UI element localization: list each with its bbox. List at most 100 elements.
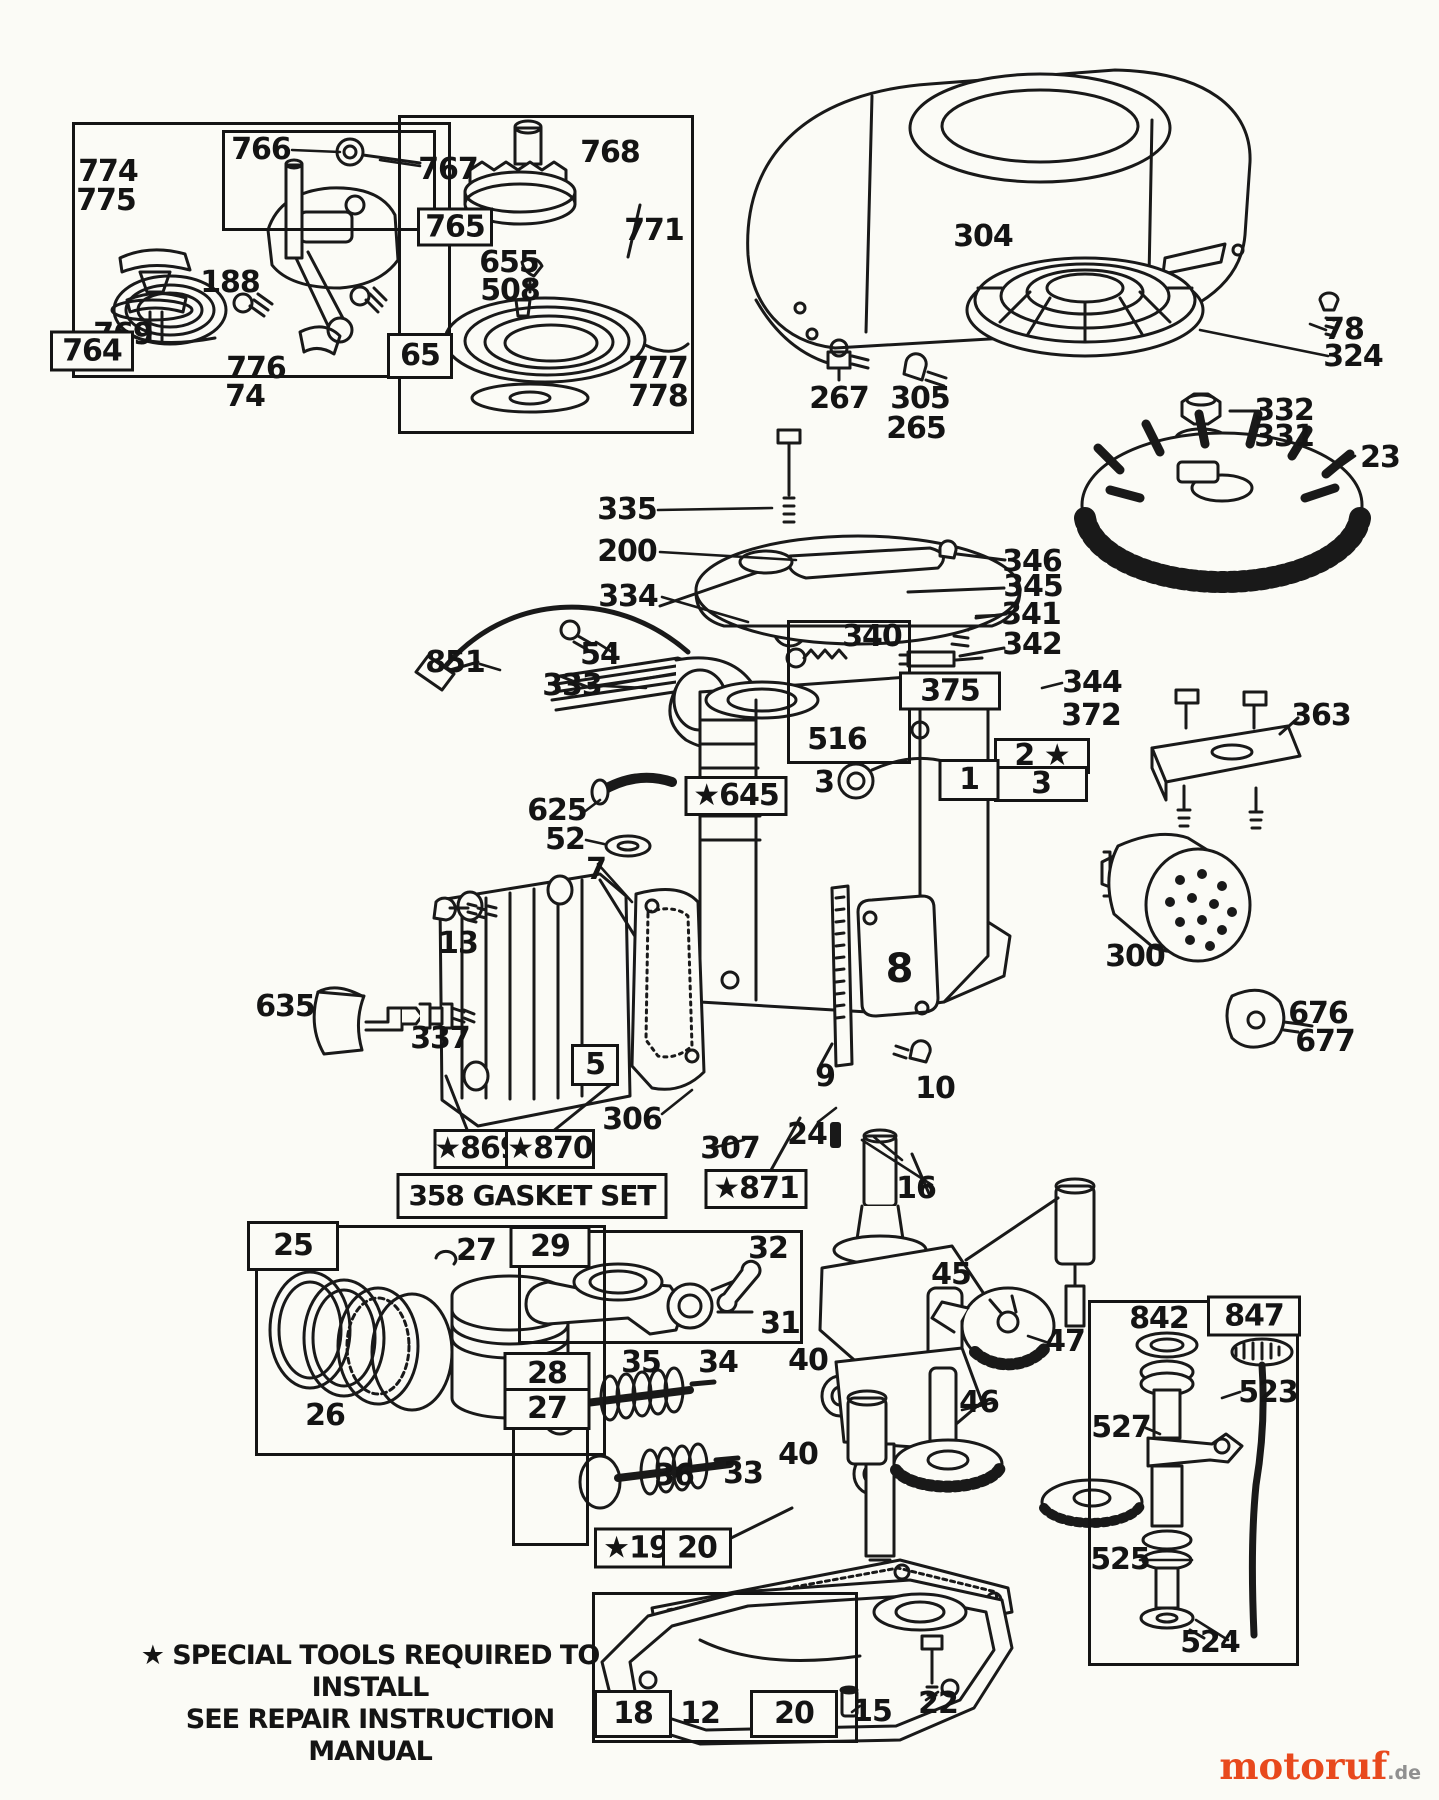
part-label-768: 768 — [580, 135, 641, 170]
tappet-drawing — [964, 1177, 1096, 1328]
part-label-36: 36 — [654, 1458, 695, 1493]
part-label-527: 527 — [1091, 1410, 1152, 1445]
frame-recoil-starter — [72, 122, 451, 378]
part-label-774: 774 — [78, 154, 139, 189]
part-label-525: 525 — [1090, 1542, 1151, 1577]
part-label-12: 12 — [680, 1696, 721, 1731]
starter-handle-drawing — [110, 248, 194, 342]
part-label-304: 304 — [953, 219, 1014, 254]
fuel-tank-drawing — [658, 534, 1022, 658]
spark-plug-drawing — [312, 986, 476, 1056]
part-label-24: 24 — [787, 1117, 828, 1152]
part-label-870-special: ★870 — [505, 1129, 595, 1169]
frame-dipstick — [1088, 1300, 1299, 1666]
part-label-23: 23 — [1360, 440, 1401, 475]
part-label-13: 13 — [438, 926, 479, 961]
frame-sump — [592, 1592, 858, 1743]
part-label-333: 333 — [542, 668, 603, 703]
part-label-27-clip: 27 — [456, 1233, 497, 1268]
part-label-40-exhaust-seal: 40 — [778, 1437, 819, 1472]
part-label-7: 7 — [586, 852, 607, 887]
part-label-54: 54 — [580, 637, 621, 672]
part-label-78: 78 — [1324, 312, 1365, 347]
governor-gear-drawing — [930, 1286, 1056, 1371]
part-label-363: 363 — [1291, 698, 1352, 733]
motoruf-watermark[interactable]: motoruf.de — [1219, 1744, 1421, 1788]
part-label-34: 34 — [698, 1345, 739, 1380]
part-label-3-box: 3 — [994, 766, 1088, 802]
motoruf-brand-text: motoruf — [1219, 1744, 1388, 1788]
dipstick-drawing — [1230, 1337, 1294, 1639]
part-label-8: 8 — [885, 946, 914, 992]
starter-clutch-housing-drawing — [232, 137, 422, 356]
head-gasket-drawing — [630, 888, 706, 1091]
part-label-18: 18 — [594, 1690, 672, 1738]
part-label-337: 337 — [410, 1021, 471, 1056]
part-label-29: 29 — [509, 1226, 591, 1268]
spark-plug-wire-drawing — [414, 604, 691, 692]
part-label-767: 767 — [418, 152, 479, 187]
part-label-335: 335 — [597, 492, 658, 527]
part-label-523: 523 — [1238, 1375, 1299, 1410]
part-label-516: 516 — [807, 722, 868, 757]
part-label-842: 842 — [1129, 1301, 1190, 1336]
frame-connecting-rod — [518, 1230, 803, 1344]
breather-gasket-drawing — [818, 884, 854, 1068]
gasket-leader-lines — [444, 1074, 802, 1544]
part-label-20-seal: 20 — [662, 1527, 732, 1569]
oil-sump-drawing — [600, 1578, 1014, 1746]
part-label-31: 31 — [760, 1306, 801, 1341]
leader-lines — [290, 148, 1357, 1714]
part-label-65: 65 — [387, 333, 453, 379]
part-label-46: 46 — [959, 1385, 1000, 1420]
part-label-764: 764 — [50, 330, 134, 372]
part-label-16: 16 — [896, 1171, 937, 1206]
part-label-851: 851 — [425, 645, 486, 680]
motoruf-tld-text: .de — [1387, 1762, 1421, 1784]
part-label-645-special: ★645 — [684, 776, 788, 816]
part-label-20-sump: 20 — [750, 1690, 838, 1738]
part-label-1: 1 — [938, 759, 1000, 801]
part-label-340: 340 — [842, 619, 903, 654]
part-label-778: 778 — [628, 379, 689, 414]
part-label-372: 372 — [1061, 698, 1122, 733]
part-label-847: 847 — [1207, 1295, 1301, 1337]
head-bolt-335-drawing — [776, 428, 802, 524]
part-label-766: 766 — [231, 132, 292, 167]
part-label-306: 306 — [602, 1102, 663, 1137]
part-label-35: 35 — [621, 1345, 662, 1380]
part-label-341: 341 — [1001, 597, 1062, 632]
part-label-22: 22 — [918, 1686, 959, 1721]
knob-676-drawing — [1225, 988, 1314, 1049]
part-label-3-seal: 3 — [814, 765, 835, 800]
part-label-342: 342 — [1002, 627, 1063, 662]
part-label-52: 52 — [545, 822, 586, 857]
part-label-200: 200 — [597, 534, 658, 569]
part-label-676: 676 — [1288, 996, 1349, 1031]
part-label-777: 777 — [628, 351, 689, 386]
camshaft-gear-drawing — [846, 1366, 1145, 1528]
part-label-188: 188 — [200, 265, 261, 300]
part-label-324: 324 — [1323, 339, 1384, 374]
part-label-508: 508 — [480, 273, 541, 308]
part-label-344: 344 — [1062, 665, 1123, 700]
part-label-25: 25 — [247, 1221, 339, 1271]
part-label-332: 332 — [1254, 393, 1315, 428]
part-label-45: 45 — [931, 1257, 972, 1292]
part-label-635: 635 — [255, 989, 316, 1024]
frame-piston — [255, 1225, 606, 1456]
special-tools-note: ★ SPECIAL TOOLS REQUIRED TO INSTALL SEE … — [140, 1640, 601, 1767]
part-label-776: 776 — [226, 351, 287, 386]
part-label-10: 10 — [915, 1071, 956, 1106]
rewind-pulley-drawing — [463, 119, 642, 259]
part-label-334: 334 — [598, 579, 659, 614]
special-tools-note-line1: ★ SPECIAL TOOLS REQUIRED TO INSTALL — [140, 1640, 601, 1703]
part-label-346: 346 — [1002, 544, 1063, 579]
part-label-74: 74 — [225, 379, 266, 414]
head-screw-13-drawing — [432, 896, 498, 924]
woodruff-key-drawing — [830, 1122, 841, 1148]
part-label-26: 26 — [305, 1398, 346, 1433]
part-label-47: 47 — [1045, 1324, 1086, 1359]
frame-rewind-spring — [398, 115, 694, 434]
